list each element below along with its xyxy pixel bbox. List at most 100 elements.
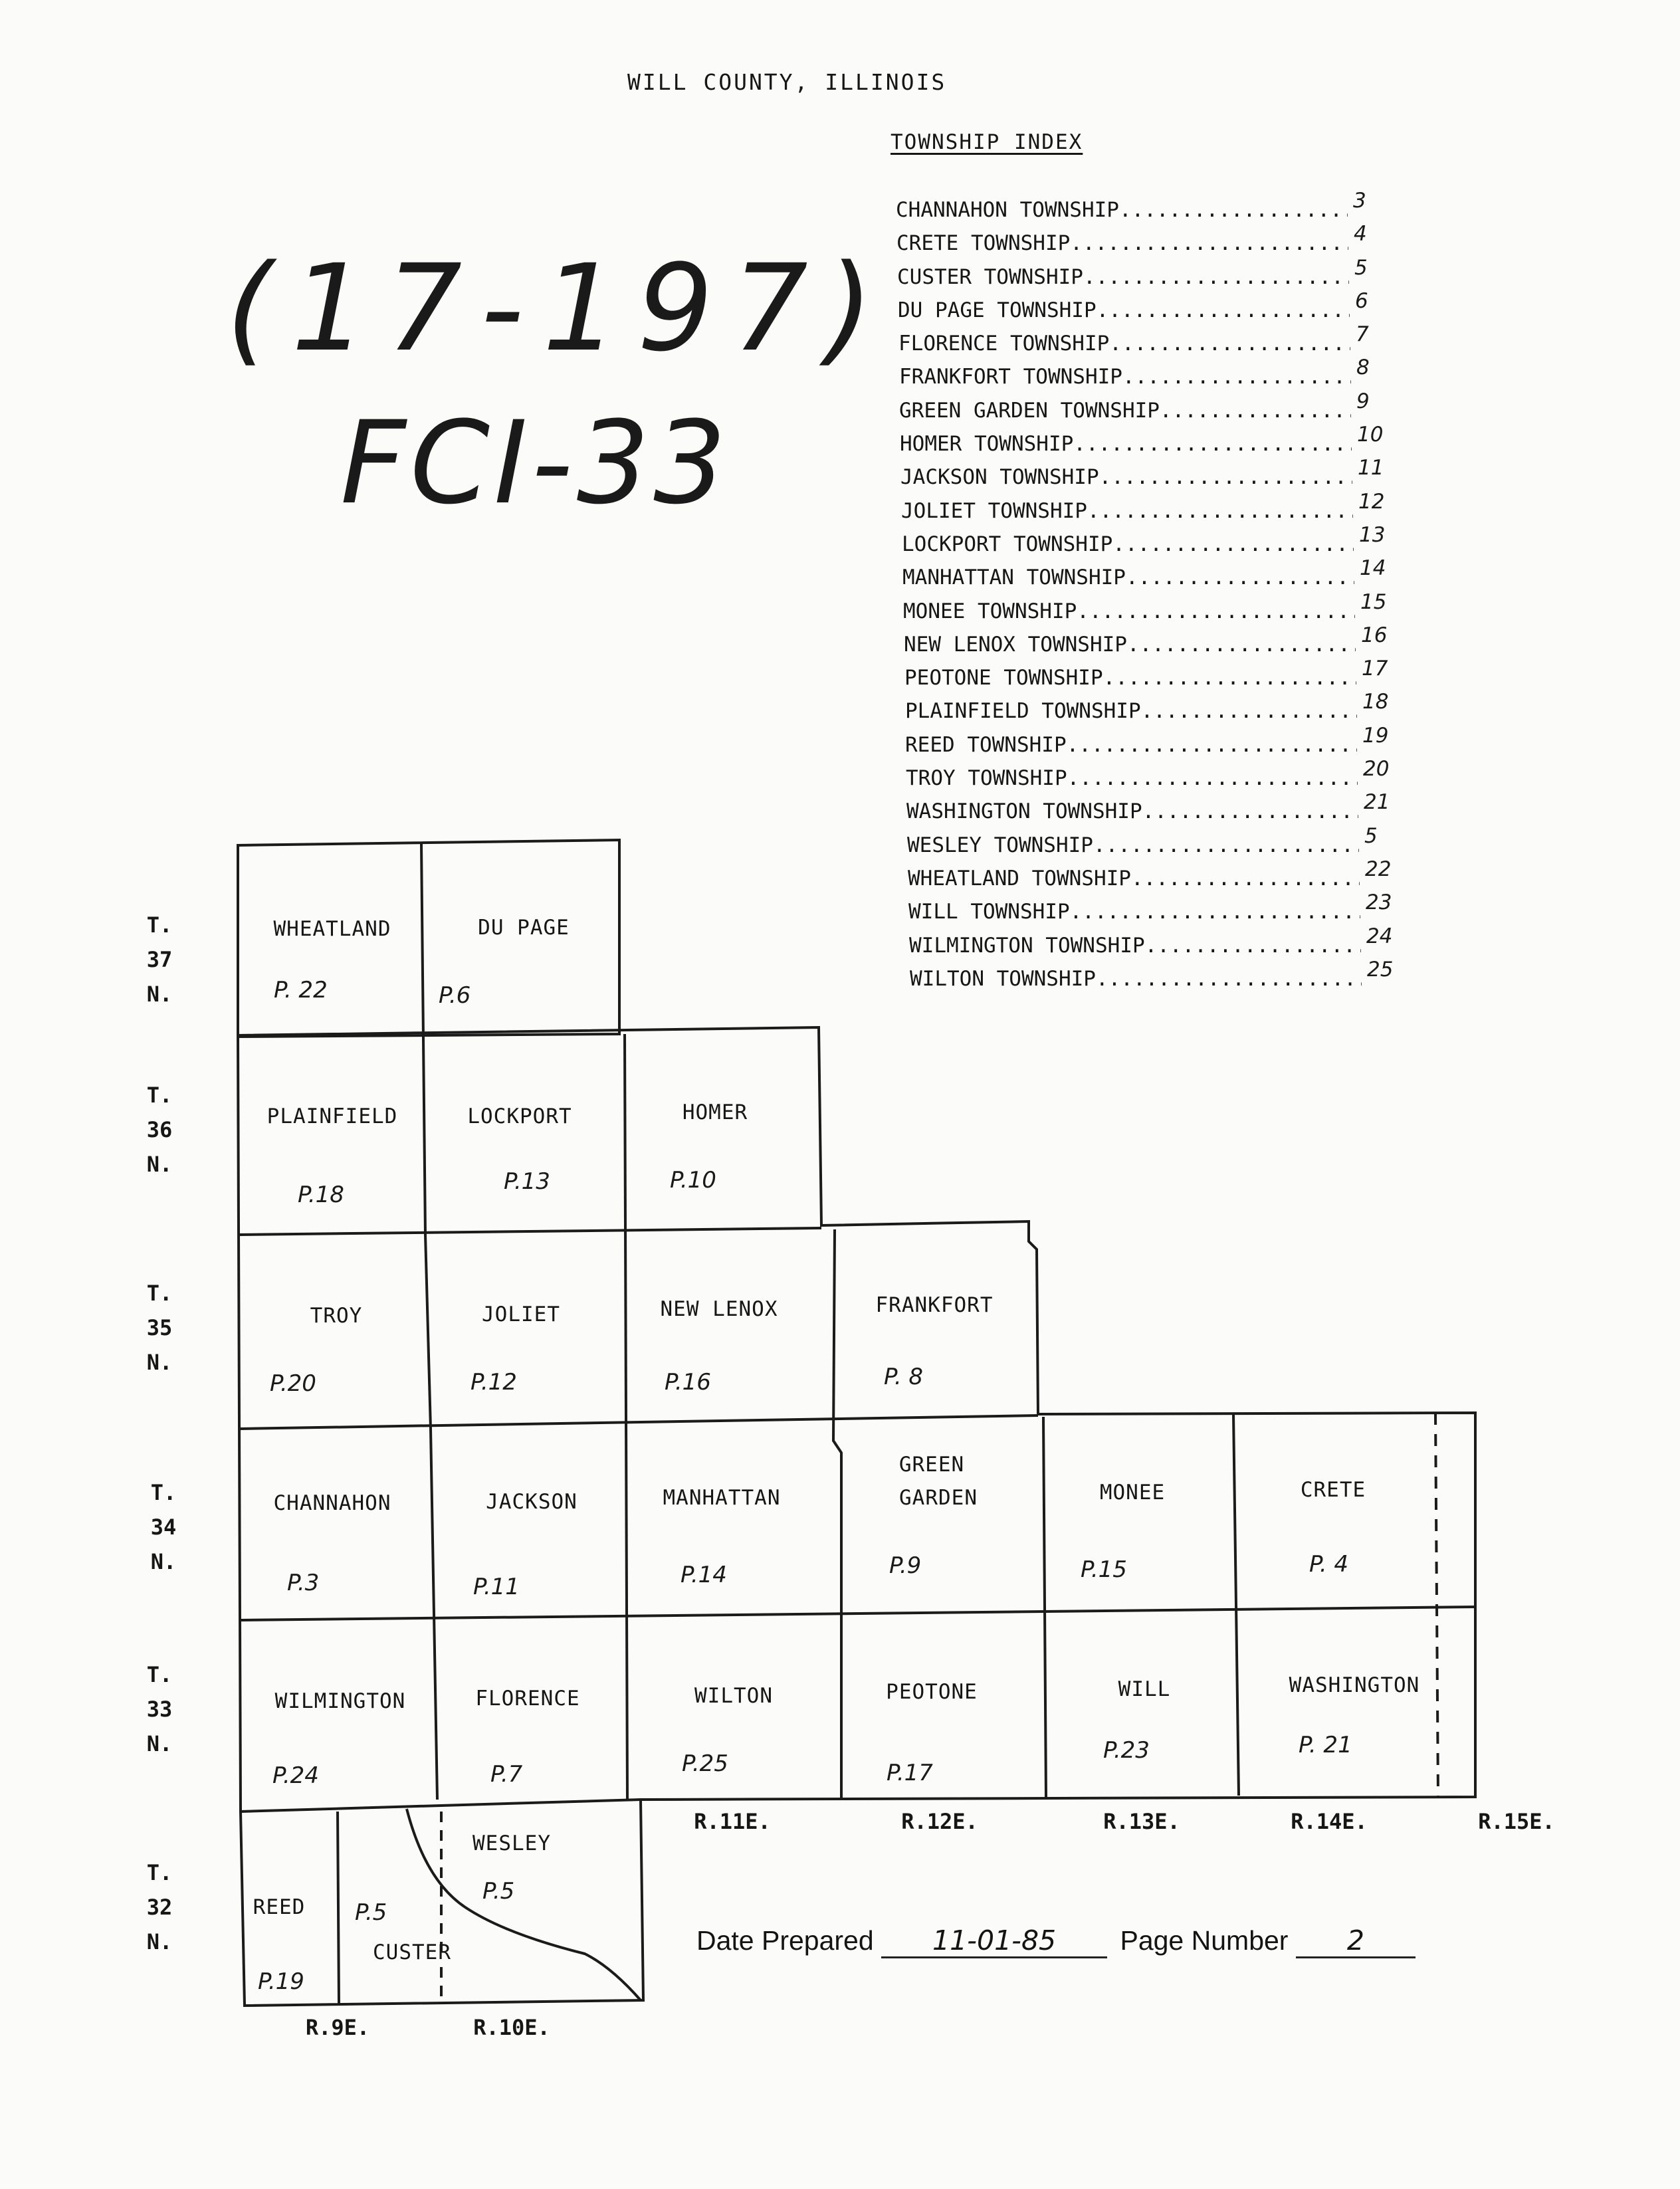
- date-prepared-value: 11-01-85: [881, 1925, 1108, 1958]
- index-entry-page: 20: [1363, 757, 1390, 782]
- township-boundaries: [237, 838, 1477, 2008]
- township-row-label-part: N.: [146, 1929, 173, 1954]
- range-label: R.12E.: [901, 1809, 978, 1834]
- divider-col2: [424, 1234, 439, 1800]
- divider-col4: [831, 1229, 843, 1798]
- township-row-label-part: T.: [146, 1860, 173, 1885]
- township-page-ref: P.17: [887, 1760, 933, 1786]
- index-entry-name: MANHATTAN TOWNSHIP......................…: [902, 566, 1354, 590]
- township-row-label-part: N.: [146, 1350, 173, 1375]
- township-page-ref: P.24: [272, 1762, 319, 1789]
- index-entry-page: 3: [1353, 189, 1366, 213]
- township-name: WILMINGTON: [274, 1689, 406, 1713]
- index-entry: WESLEY TOWNSHIP.........................…: [907, 824, 1414, 867]
- line-t33-t32: [240, 1798, 641, 1813]
- range-label: R.14E.: [1291, 1809, 1368, 1834]
- township-name: CUSTER: [373, 1940, 451, 1964]
- index-entry: CRETE TOWNSHIP..........................…: [896, 222, 1414, 264]
- index-entry-page: 6: [1355, 288, 1368, 313]
- index-entry-name: JACKSON TOWNSHIP........................…: [900, 465, 1352, 490]
- township-name: FRANKFORT: [875, 1293, 994, 1317]
- township-page-ref: P.12: [471, 1369, 517, 1396]
- township-name: HOMER: [682, 1100, 748, 1124]
- handwritten-record-number: (17-197): [226, 239, 892, 378]
- township-page-ref: P.13: [504, 1168, 550, 1195]
- township-index-list: CHANNAHON TOWNSHIP......................…: [896, 189, 1414, 1000]
- index-entry-page: 22: [1365, 857, 1392, 881]
- township-row-label-part: 34: [150, 1514, 177, 1540]
- index-entry: MANHATTAN TOWNSHIP......................…: [902, 556, 1414, 599]
- township-page-ref: P.5: [355, 1899, 387, 1926]
- index-entry-name: WASHINGTON TOWNSHIP.....................…: [906, 799, 1358, 824]
- township-page-ref: P.15: [1081, 1556, 1127, 1583]
- township-name: FLORENCE: [475, 1687, 580, 1711]
- index-entry: PEOTONE TOWNSHIP........................…: [904, 657, 1414, 699]
- line-t36-t35: [237, 1227, 822, 1236]
- index-entry: WILMINGTON TOWNSHIP.....................…: [909, 924, 1414, 967]
- index-entry: WILL TOWNSHIP...........................…: [908, 890, 1414, 933]
- index-entry-page: 19: [1362, 723, 1389, 748]
- index-entry: JOLIET TOWNSHIP.........................…: [901, 490, 1414, 532]
- index-entry-name: WESLEY TOWNSHIP.........................…: [907, 833, 1359, 857]
- divider-col5: [1042, 1416, 1047, 1799]
- index-entry-page: 21: [1364, 790, 1390, 815]
- township-name: MONEE: [1099, 1481, 1166, 1505]
- township-page-ref: P. 22: [274, 977, 328, 1003]
- index-entry: TROY TOWNSHIP...........................…: [906, 757, 1414, 799]
- range-label: R.10E.: [473, 2015, 550, 2040]
- township-page-ref: P.5: [482, 1878, 515, 1905]
- index-entry-page: 18: [1362, 690, 1389, 714]
- index-entry-name: DU PAGE TOWNSHIP........................…: [898, 298, 1350, 322]
- preparation-line: Date Prepared 11-01-85 Page Number 2: [696, 1925, 1416, 1958]
- township-name: JOLIET: [482, 1303, 560, 1326]
- index-entry: FLORENCE TOWNSHIP.......................…: [898, 322, 1414, 365]
- township-row-label-part: T.: [146, 1281, 173, 1306]
- index-entry-name: JOLIET TOWNSHIP.........................…: [901, 498, 1353, 523]
- township-page-ref: P.19: [258, 1968, 304, 1995]
- township-row-label-part: 37: [146, 947, 173, 972]
- divider-col7: [1434, 1412, 1439, 1798]
- township-name: WILTON: [694, 1684, 773, 1708]
- index-entry-name: FLORENCE TOWNSHIP.......................…: [898, 332, 1350, 356]
- county-outline: [237, 1025, 1477, 2008]
- index-entry-name: CUSTER TOWNSHIP.........................…: [897, 264, 1349, 289]
- township-row-label-part: N.: [150, 1549, 177, 1574]
- township-name: WHEATLAND: [273, 917, 391, 941]
- township-row-label-part: 33: [146, 1697, 173, 1722]
- township-name-line2: GARDEN: [899, 1486, 978, 1510]
- index-entry-page: 23: [1366, 890, 1392, 915]
- index-entry-name: WILMINGTON TOWNSHIP.....................…: [909, 933, 1361, 958]
- index-entry: FRANKFORT TOWNSHIP......................…: [899, 356, 1414, 398]
- index-entry-page: 11: [1358, 456, 1384, 480]
- index-entry-name: CRETE TOWNSHIP..........................…: [896, 231, 1348, 256]
- township-page-ref: P. 8: [884, 1364, 924, 1390]
- township-name: WILL: [1118, 1677, 1171, 1701]
- township-name: TROY: [310, 1304, 363, 1328]
- index-entry: HOMER TOWNSHIP..........................…: [900, 423, 1414, 465]
- line-t35-t34: [240, 1414, 1039, 1430]
- township-page-ref: P.16: [665, 1369, 711, 1396]
- index-entry-name: REED TOWNSHIP...........................…: [905, 732, 1357, 757]
- township-row-label-part: N.: [146, 1731, 173, 1756]
- page-title: WILL COUNTY, ILLINOIS: [627, 69, 947, 95]
- township-row-label-part: T.: [146, 1083, 173, 1108]
- township-page-ref: P.10: [670, 1167, 716, 1194]
- index-entry-name: WILTON TOWNSHIP.........................…: [910, 966, 1362, 991]
- index-entry-page: 12: [1358, 489, 1385, 514]
- index-entry-page: 10: [1357, 423, 1384, 447]
- township-row-label-part: N.: [146, 1152, 173, 1177]
- township-name: GREEN: [898, 1453, 965, 1477]
- index-entry: LOCKPORT TOWNSHIP.......................…: [902, 523, 1414, 566]
- township-row-label-part: T.: [146, 912, 173, 938]
- index-entry-name: NEW LENOX TOWNSHIP......................…: [904, 632, 1356, 657]
- range-label: R.15E.: [1478, 1809, 1555, 1834]
- township-name: WESLEY: [472, 1831, 551, 1855]
- line-t34-t33: [240, 1606, 1476, 1621]
- index-entry: GREEN GARDEN TOWNSHIP...................…: [899, 389, 1414, 432]
- township-name: CRETE: [1300, 1478, 1366, 1502]
